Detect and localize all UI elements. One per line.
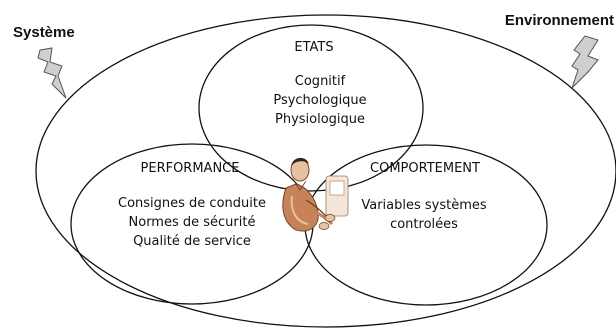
driver-person-illustration <box>282 157 349 232</box>
performance-item: Consignes de conduite <box>118 196 266 211</box>
systeme-label: Système <box>13 24 75 41</box>
environment-ellipse <box>35 14 616 328</box>
etats-item: Cognitif <box>295 74 346 89</box>
comportement-title: COMPORTEMENT <box>370 161 480 176</box>
performance-title: PERFORMANCE <box>141 161 240 176</box>
comportement-item: Variables systèmes <box>361 198 487 213</box>
performance-item: Qualité de service <box>133 234 251 249</box>
lightning-bolt-icon <box>571 35 599 89</box>
comportement-item: controlées <box>390 217 458 232</box>
etats-item: Physiologique <box>275 112 365 127</box>
performance-item: Normes de sécurité <box>129 215 256 230</box>
etats-item: Psychologique <box>273 93 366 108</box>
environnement-label: Environnement <box>505 12 614 29</box>
lightning-bolt-icon <box>37 47 67 99</box>
etats-circle <box>198 24 424 192</box>
etats-title: ETATS <box>294 40 333 55</box>
